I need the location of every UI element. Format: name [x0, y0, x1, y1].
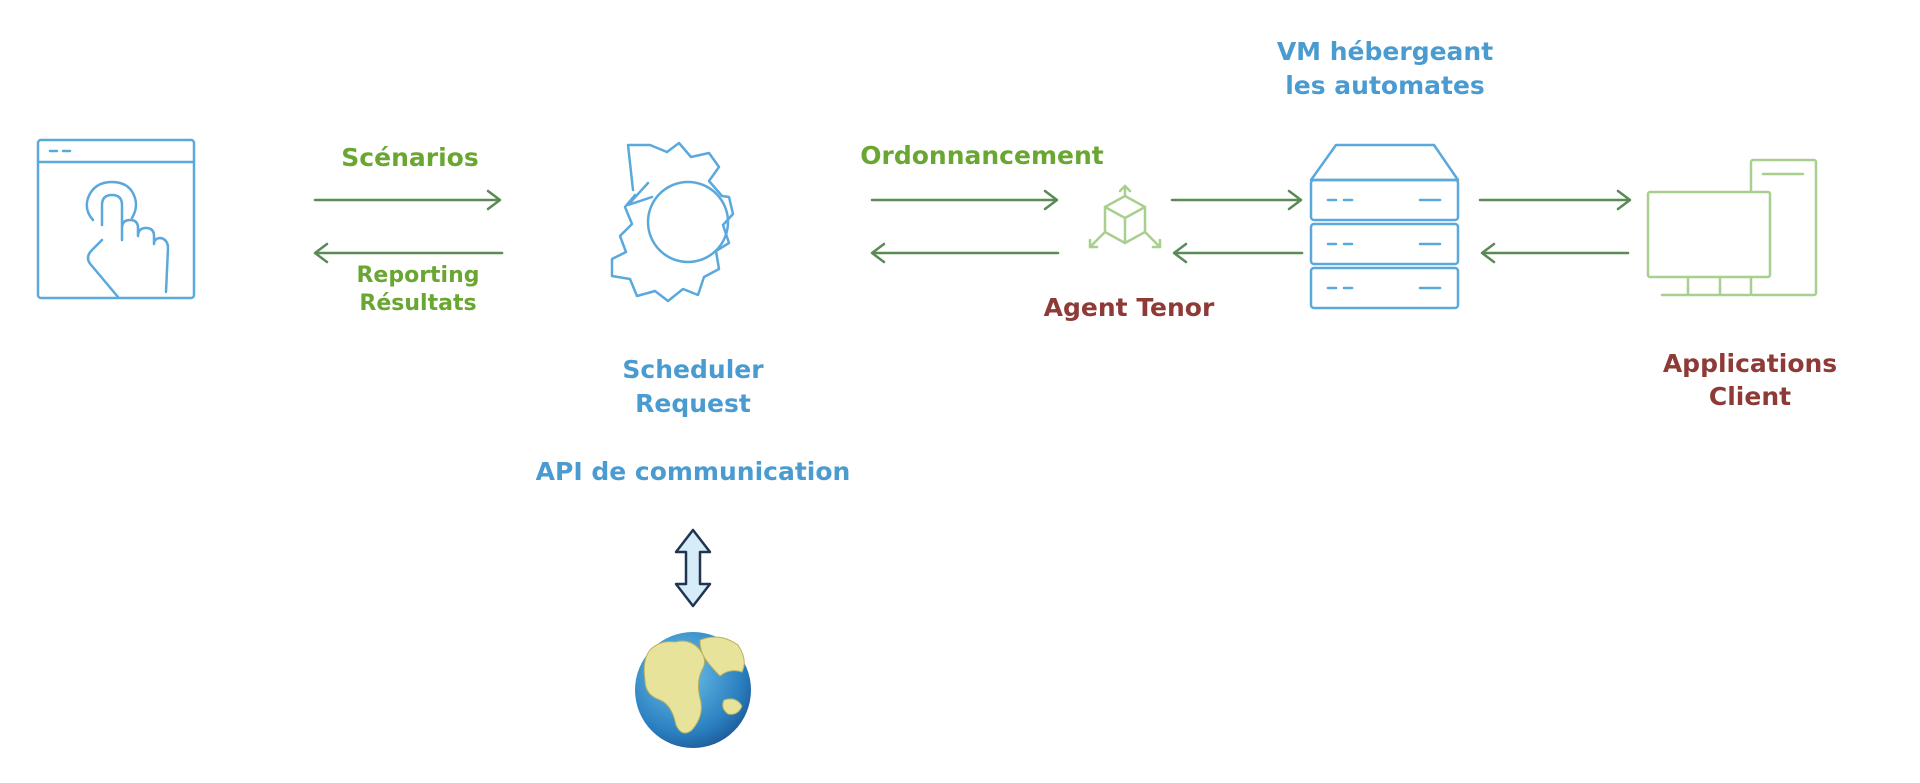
label-scheduler: Scheduler: [622, 355, 764, 384]
arrow-agent-to-vm: [1170, 189, 1303, 211]
arrow-vm-to-apps: [1478, 189, 1632, 211]
label-apps-line2: Client: [1709, 382, 1791, 411]
label-resultats: Résultats: [359, 291, 476, 316]
label-vm-line1: VM hébergeant: [1277, 37, 1493, 66]
arrow-reporting: [313, 242, 504, 264]
label-api: API de communication: [536, 457, 851, 486]
gear-refresh-icon: [610, 141, 735, 303]
label-request: Request: [635, 389, 751, 418]
label-apps-line1: Applications: [1663, 349, 1837, 378]
arrow-ordonnancement: [870, 189, 1059, 211]
label-reporting: Reporting: [356, 263, 479, 288]
arrow-scenarios: [313, 189, 502, 211]
desktop-computer-icon: [1646, 158, 1818, 297]
label-ordonnancement: Ordonnancement: [860, 141, 1103, 170]
touch-browser-icon: [36, 138, 196, 300]
label-agent-tenor: Agent Tenor: [1044, 293, 1215, 322]
label-scenarios: Scénarios: [341, 143, 478, 172]
server-rack-icon: [1309, 143, 1460, 310]
cube-agent-icon: [1088, 184, 1162, 249]
label-vm-line2: les automates: [1285, 71, 1485, 100]
arrow-agent-return: [870, 242, 1060, 264]
double-arrow-icon: [674, 528, 712, 608]
arrow-vm-to-agent: [1172, 242, 1304, 264]
globe-icon: [635, 632, 751, 748]
arrow-apps-to-vm: [1480, 242, 1630, 264]
